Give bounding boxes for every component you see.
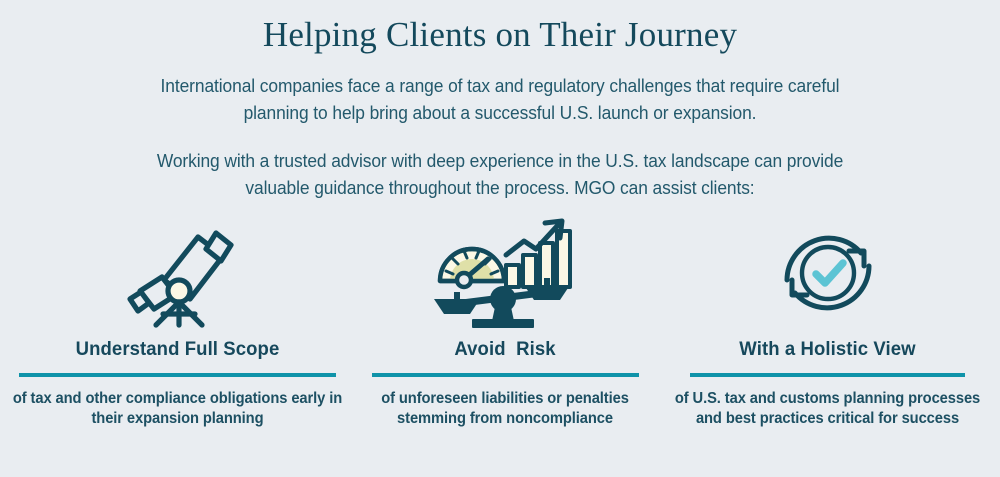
- column-heading-avoid-risk: Avoid Risk: [454, 338, 556, 360]
- column-avoid-risk: Avoid Risk of unforeseen liabilities or …: [355, 214, 655, 428]
- intro-paragraph-1: International companies face a range of …: [160, 75, 840, 123]
- column-heading-with-a-holistic-view: With a Holistic View: [739, 338, 916, 360]
- divider-understand-full-scope: [19, 373, 336, 377]
- columns-row: Understand Full Scope of tax and other c…: [0, 214, 1000, 428]
- cycle-check-icon: [655, 214, 1000, 332]
- header: Helping Clients on Their Journey Interna…: [0, 0, 1000, 201]
- divider-avoid-risk: [371, 373, 639, 377]
- column-caption-with-a-holistic-view: of U.S. tax and customs planning process…: [674, 390, 981, 427]
- balance-scale-growth-icon: [355, 214, 655, 332]
- telescope-icon: [0, 214, 355, 332]
- column-with-a-holistic-view: With a Holistic View of U.S. tax and cus…: [655, 214, 1000, 428]
- column-caption-avoid-risk: of unforeseen liabilities or penalties s…: [381, 390, 629, 427]
- page-title: Helping Clients on Their Journey: [262, 15, 738, 54]
- intro-block: International companies face a range of …: [0, 72, 1000, 201]
- column-heading-understand-full-scope: Understand Full Scope: [75, 338, 280, 360]
- divider-with-a-holistic-view: [690, 373, 965, 377]
- column-caption-understand-full-scope: of tax and other compliance obligations …: [12, 390, 343, 427]
- intro-paragraph-2: Working with a trusted advisor with deep…: [156, 150, 844, 198]
- column-understand-full-scope: Understand Full Scope of tax and other c…: [0, 214, 355, 428]
